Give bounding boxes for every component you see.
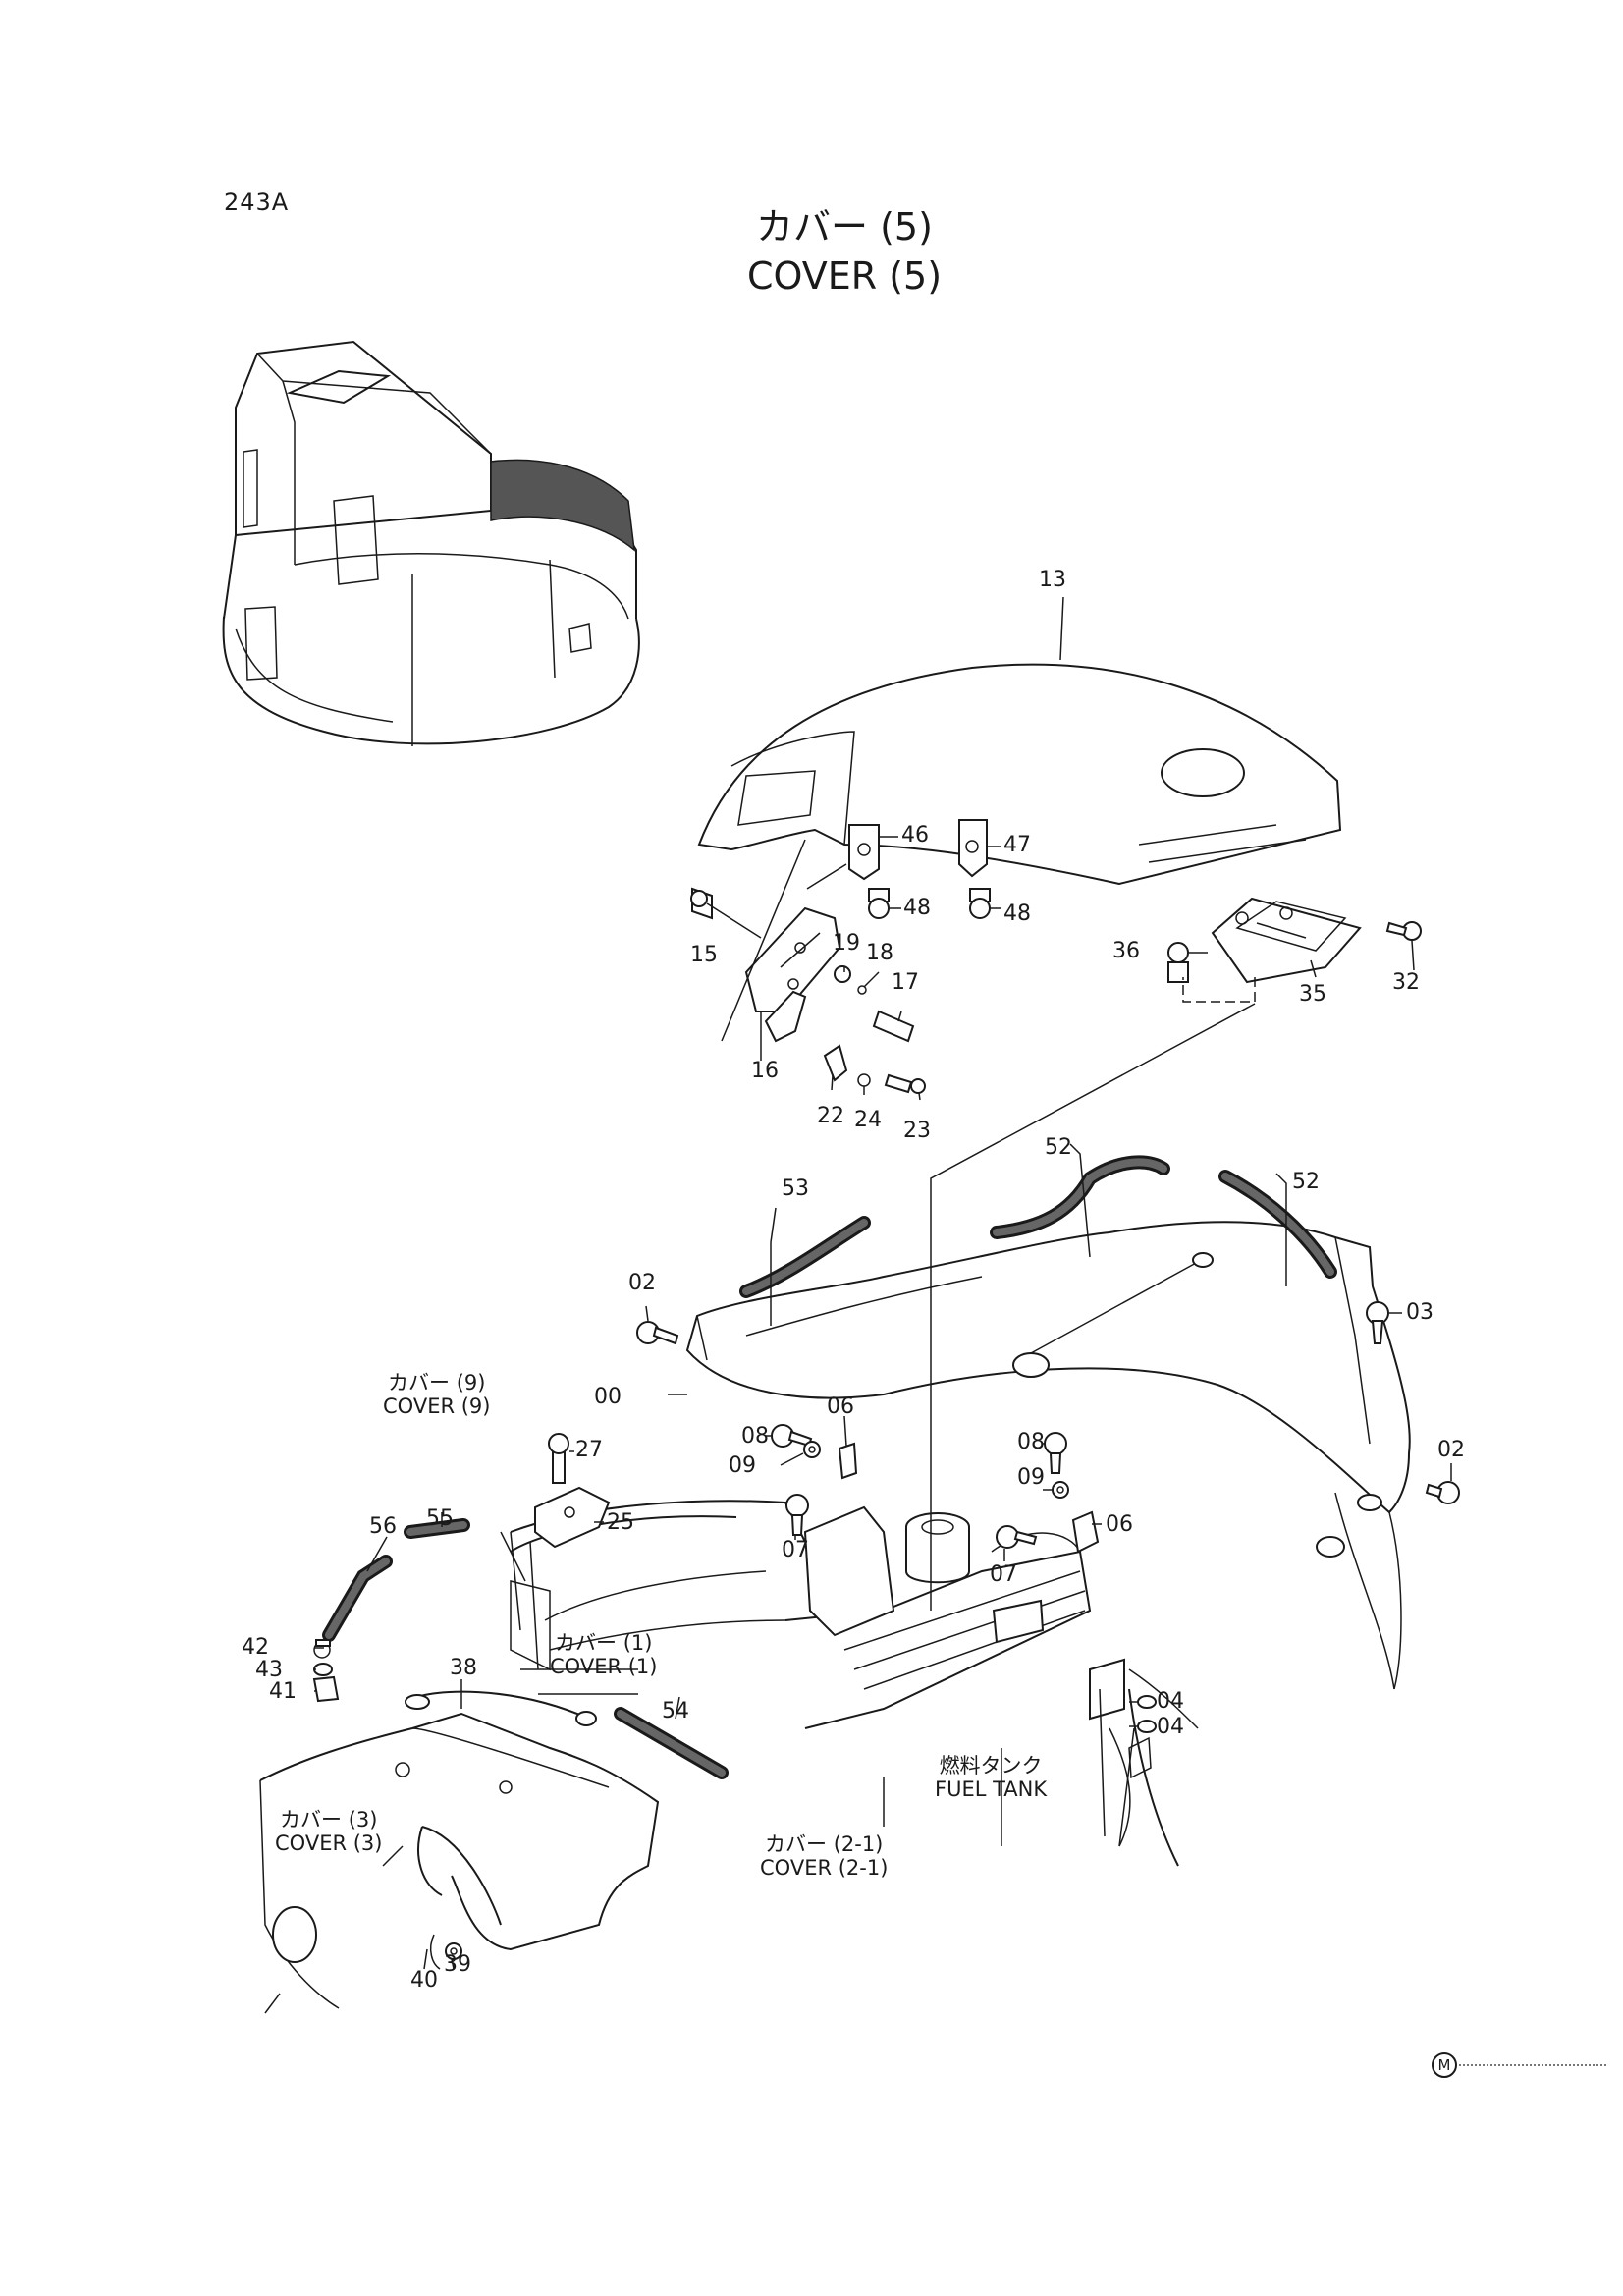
cover-3-panel [259,1639,660,2009]
callout-22: 22 [817,1104,844,1128]
label-cover-9: カバー (9) COVER (9) [383,1371,490,1418]
leader-lines [264,596,1452,2014]
callout-09-left: 09 [729,1453,756,1478]
rear-cover-00 [685,1221,1411,1690]
seal-55 [404,1518,470,1539]
callout-48-right: 48 [1003,902,1031,926]
callout-47: 47 [1003,833,1031,857]
seal-54 [614,1707,729,1779]
callout-53: 53 [782,1176,809,1201]
callout-48-left: 48 [903,896,931,920]
latch-35 [1167,897,1422,984]
callout-06-right: 06 [1106,1512,1133,1537]
callout-24: 24 [854,1108,882,1132]
callout-13: 13 [1039,568,1066,592]
label-cover-1-en: COVER (1) [550,1655,658,1679]
callout-04-lower: 04 [1157,1715,1184,1739]
callout-03: 03 [1406,1300,1434,1325]
label-cover-1: カバー (1) COVER (1) [550,1631,657,1678]
callout-43: 43 [255,1658,283,1682]
callout-52-right: 52 [1292,1170,1320,1194]
label-cover-2-1: カバー (2-1) COVER (2-1) [760,1832,888,1880]
callout-06-left: 06 [827,1394,854,1419]
label-fuel-tank-jp: 燃料タンク [939,1754,1043,1777]
callout-32: 32 [1392,970,1420,995]
seal-52-right [1218,1170,1337,1279]
upper-cover-13 [697,663,1342,886]
callout-08-right: 08 [1017,1430,1045,1454]
label-cover-3-jp: カバー (3) [280,1808,378,1831]
lower-frame [510,1500,1199,1867]
bracket-46 [848,824,890,919]
seal-53 [739,1216,871,1298]
seal-56 [322,1555,393,1642]
label-fuel-tank: 燃料タンク FUEL TANK [935,1754,1047,1801]
callout-35: 35 [1299,982,1326,1007]
callout-25: 25 [607,1510,634,1535]
label-fuel-tank-en: FUEL TANK [935,1777,1048,1802]
callout-46: 46 [901,823,929,847]
label-cover-2-1-en: COVER (2-1) [760,1856,889,1881]
callout-02-right: 02 [1437,1438,1465,1462]
label-cover-2-1-jp: カバー (2-1) [765,1832,884,1856]
machine-overview-sketch [222,340,640,746]
callout-02-left: 02 [628,1271,656,1295]
bracket-47 [958,819,991,919]
callout-38: 38 [450,1656,477,1680]
callout-19: 19 [833,931,860,956]
callout-16: 16 [751,1059,779,1083]
callout-08-left: 08 [741,1424,769,1449]
callout-42: 42 [242,1635,269,1660]
callout-04-upper: 04 [1157,1689,1184,1714]
page-code: 243A [224,189,290,216]
callout-00: 00 [594,1385,622,1409]
callout-54: 54 [662,1699,689,1723]
callout-09-right: 09 [1017,1465,1045,1490]
model-mark: M [1432,2052,1457,2078]
callout-07-right: 07 [990,1562,1017,1587]
callout-52-left: 52 [1045,1135,1072,1160]
callout-39: 39 [444,1952,471,1977]
callout-55: 55 [426,1506,454,1531]
label-cover-3: カバー (3) COVER (3) [275,1808,382,1855]
hinge-assembly-16 [690,887,926,1094]
label-cover-1-jp: カバー (1) [555,1631,653,1655]
cover-9-bracket [510,1433,737,1671]
label-cover-9-en: COVER (9) [383,1394,491,1419]
label-cover-9-jp: カバー (9) [388,1371,486,1394]
callout-41: 41 [269,1679,297,1704]
callout-27: 27 [575,1438,603,1462]
fasteners [429,1301,1460,1970]
title-japanese: カバー (5) [756,205,933,248]
callout-17: 17 [892,970,919,995]
callout-40: 40 [410,1968,438,1993]
title-english: COVER (5) [746,254,943,298]
callout-07-left: 07 [782,1538,809,1562]
label-cover-3-en: COVER (3) [275,1831,383,1856]
seal-52-left [990,1155,1170,1239]
callout-23: 23 [903,1119,931,1143]
callout-18: 18 [866,941,893,965]
callout-36: 36 [1112,939,1140,963]
callout-15: 15 [690,943,718,967]
callout-56: 56 [369,1514,397,1539]
mark-dotted-line [1459,2064,1606,2066]
